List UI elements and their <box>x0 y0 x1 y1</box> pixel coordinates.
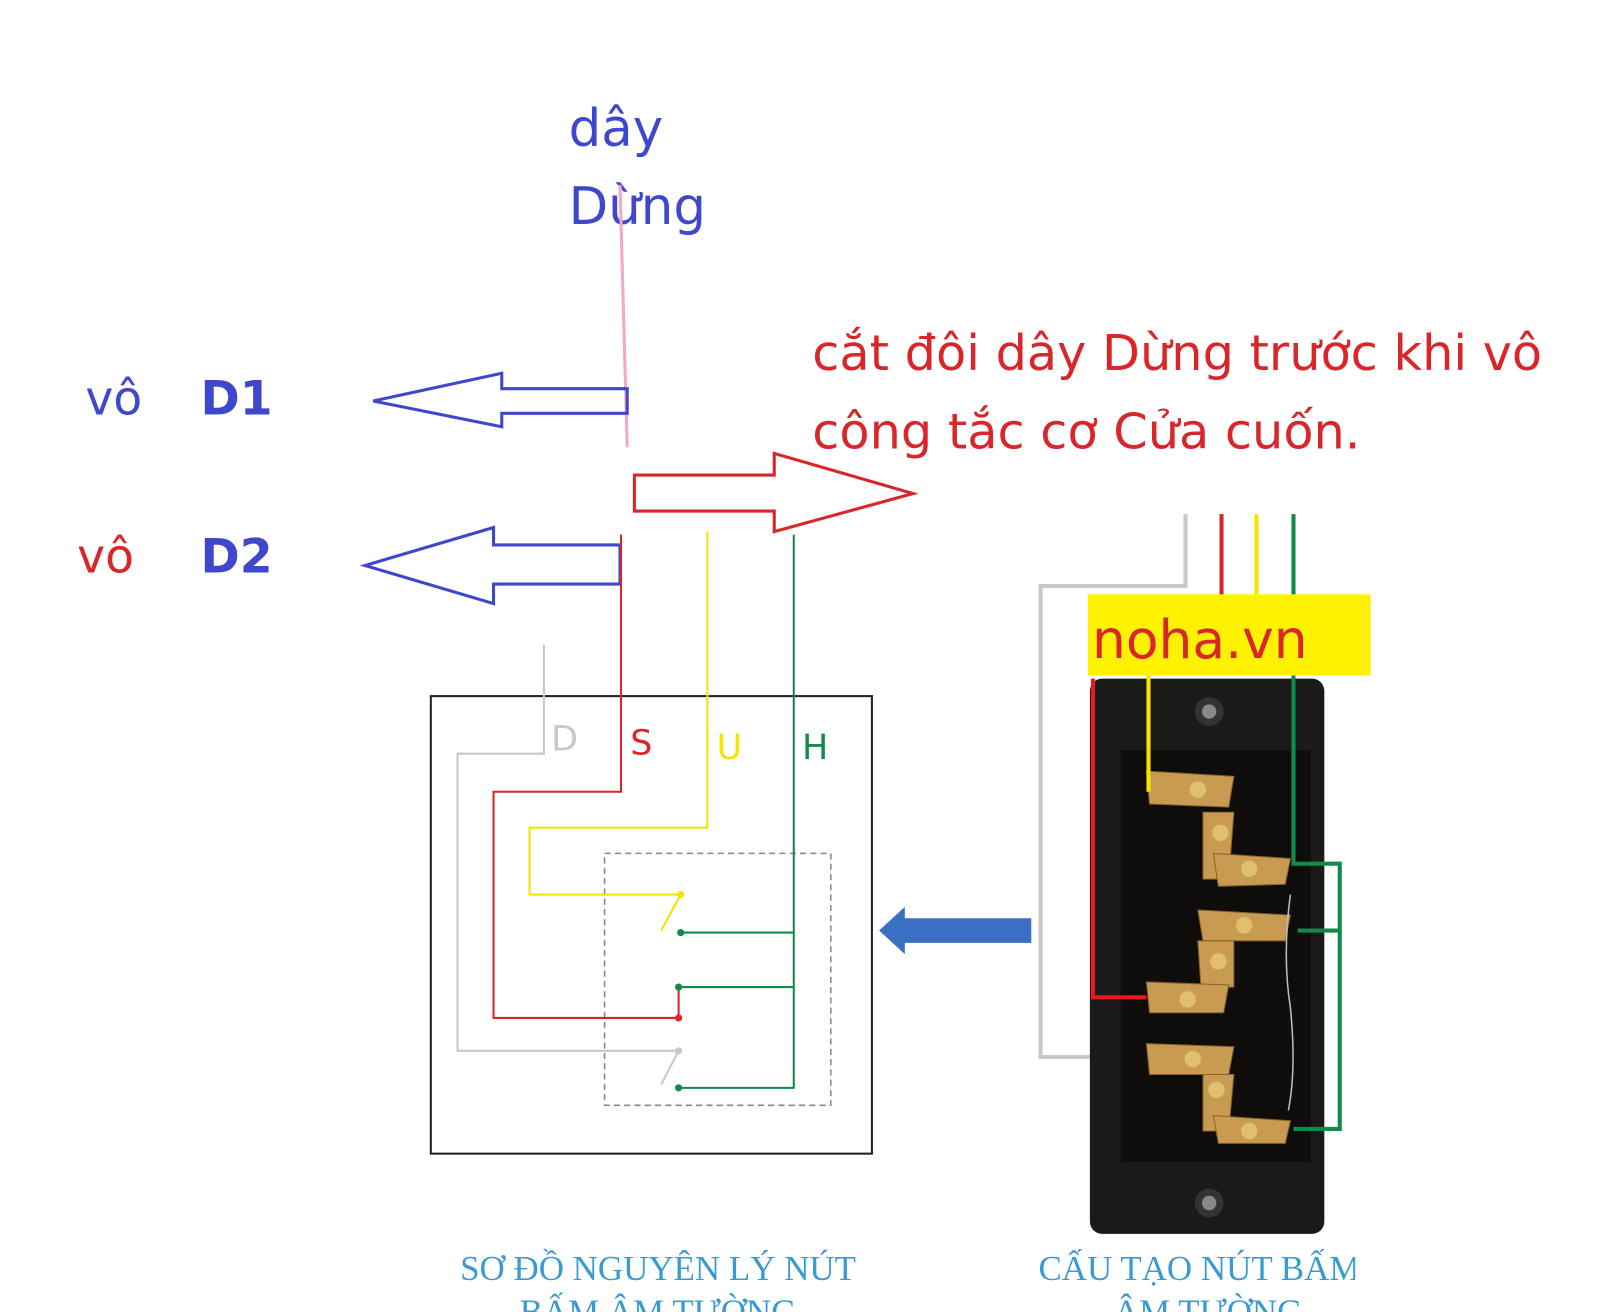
contact-d <box>675 1047 683 1055</box>
wire-u <box>528 531 709 896</box>
switch-blade-u <box>660 894 682 932</box>
terminal-label-u: U <box>717 728 743 768</box>
contact-h2 <box>675 983 683 991</box>
arrow-left-d2-icon <box>359 525 622 606</box>
watermark-box <box>1087 594 1371 676</box>
schematic-frame <box>429 695 873 1155</box>
device-caption-line1: CẤU TẠO NÚT BẤM <box>1038 1248 1360 1288</box>
switch-device-photo <box>1038 514 1342 1234</box>
contact-u <box>677 890 685 899</box>
output-d1-name: D1 <box>201 371 273 426</box>
switch-blade-d <box>660 1050 680 1086</box>
device-caption-line2: ÂM TƯỜNG <box>1114 1291 1303 1312</box>
contact-h1 <box>677 928 685 937</box>
wire-d <box>456 644 679 1052</box>
output-d1-prefix: vô <box>85 371 142 426</box>
watermark-text: noha.vn <box>1092 608 1308 671</box>
switch-boundary <box>603 852 832 1107</box>
schematic-caption-line2: BẤM ÂM TƯỜNG <box>520 1291 797 1312</box>
output-d2-name: D2 <box>201 530 273 585</box>
instruction-line2: công tắc cơ Cửa cuốn. <box>812 402 1360 460</box>
arrow-left-d1-icon <box>372 371 629 429</box>
arrow-right-instruction-icon <box>632 451 919 534</box>
schematic: D S U H <box>429 531 873 1155</box>
terminal-label-s: S <box>630 724 652 764</box>
wire-s <box>492 534 680 1019</box>
wire-h <box>678 534 795 1089</box>
instruction-line1: cắt đôi dây Dừng trước khi vô <box>812 324 1542 382</box>
terminal-label-d: D <box>551 720 578 760</box>
arrow-pointer-icon <box>879 906 1032 955</box>
contact-s <box>675 1014 683 1022</box>
top-label-line1: dây <box>569 99 664 159</box>
schematic-caption-line1: SƠ ĐỒ NGUYÊN LÝ NÚT <box>460 1247 856 1288</box>
top-label-line2: Dừng <box>569 177 706 237</box>
contact-h3 <box>675 1084 683 1092</box>
output-d2-prefix: vô <box>77 530 134 585</box>
terminal-label-h: H <box>802 728 828 768</box>
